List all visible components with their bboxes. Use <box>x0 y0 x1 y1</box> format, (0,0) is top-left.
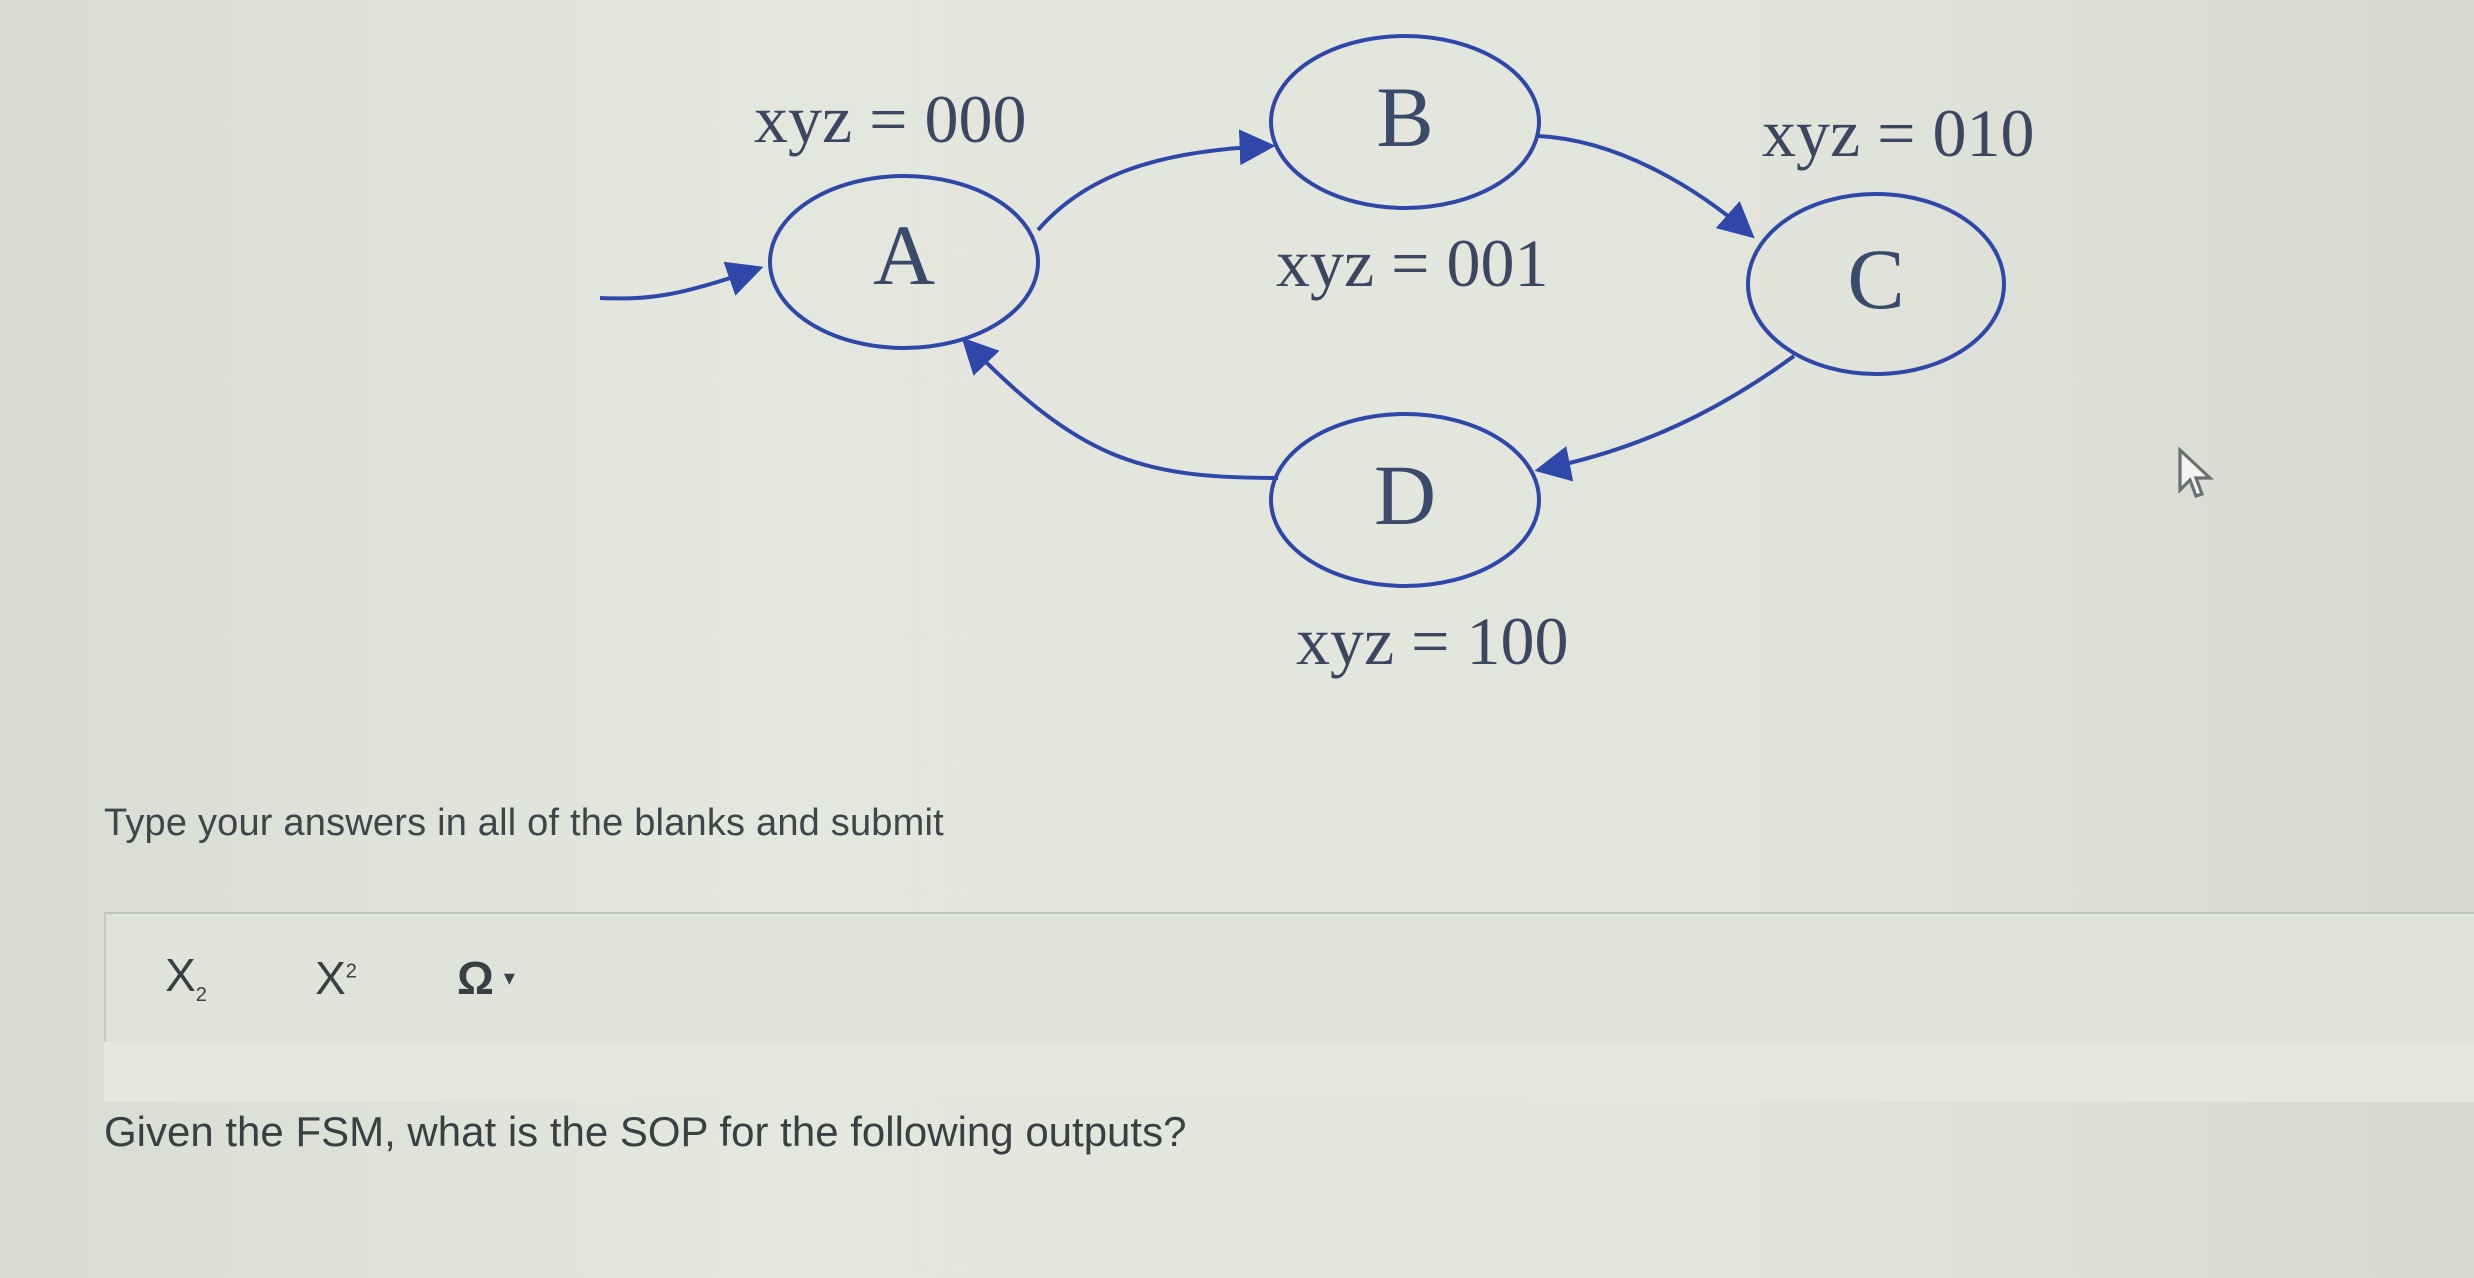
state-b: B <box>1269 34 1541 210</box>
subscript-button[interactable]: X2 <box>146 938 226 1018</box>
omega-icon: Ω <box>457 952 494 1004</box>
state-a-output: xyz = 000 <box>754 81 1027 157</box>
transition-c-d <box>1534 354 1796 482</box>
editor-toolbar: X2 X2 Ω ▾ <box>104 912 2474 1044</box>
state-d-output: xyz = 100 <box>1296 603 1569 679</box>
entry-arrow <box>599 261 764 301</box>
superscript-icon: X2 <box>315 952 357 1004</box>
mouse-pointer-icon <box>2178 446 2215 499</box>
answer-editor[interactable] <box>104 1042 2474 1102</box>
instructions-text: Type your answers in all of the blanks a… <box>104 802 944 844</box>
state-c: C <box>1746 192 2006 376</box>
fsm-diagram: A B C D xyz = 000 xyz = 001 xyz = 010 xy… <box>599 34 2035 679</box>
state-d-label: D <box>1374 447 1436 543</box>
transition-d-a <box>961 337 1279 480</box>
state-b-output: xyz = 001 <box>1276 225 1549 301</box>
state-c-label: C <box>1847 231 1904 327</box>
state-a-label: A <box>873 207 935 303</box>
state-b-label: B <box>1376 69 1433 165</box>
subscript-icon: X2 <box>165 949 207 1007</box>
superscript-button[interactable]: X2 <box>296 938 376 1018</box>
transition-b-c <box>1537 134 1755 239</box>
special-characters-button[interactable]: Ω ▾ <box>446 938 526 1018</box>
chevron-down-icon: ▾ <box>503 965 515 990</box>
question-text: Given the FSM, what is the SOP for the f… <box>104 1108 1187 1155</box>
state-a: A <box>768 174 1040 350</box>
state-c-output: xyz = 010 <box>1762 95 2035 171</box>
transition-a-b <box>1036 129 1276 232</box>
state-d: D <box>1269 412 1541 588</box>
